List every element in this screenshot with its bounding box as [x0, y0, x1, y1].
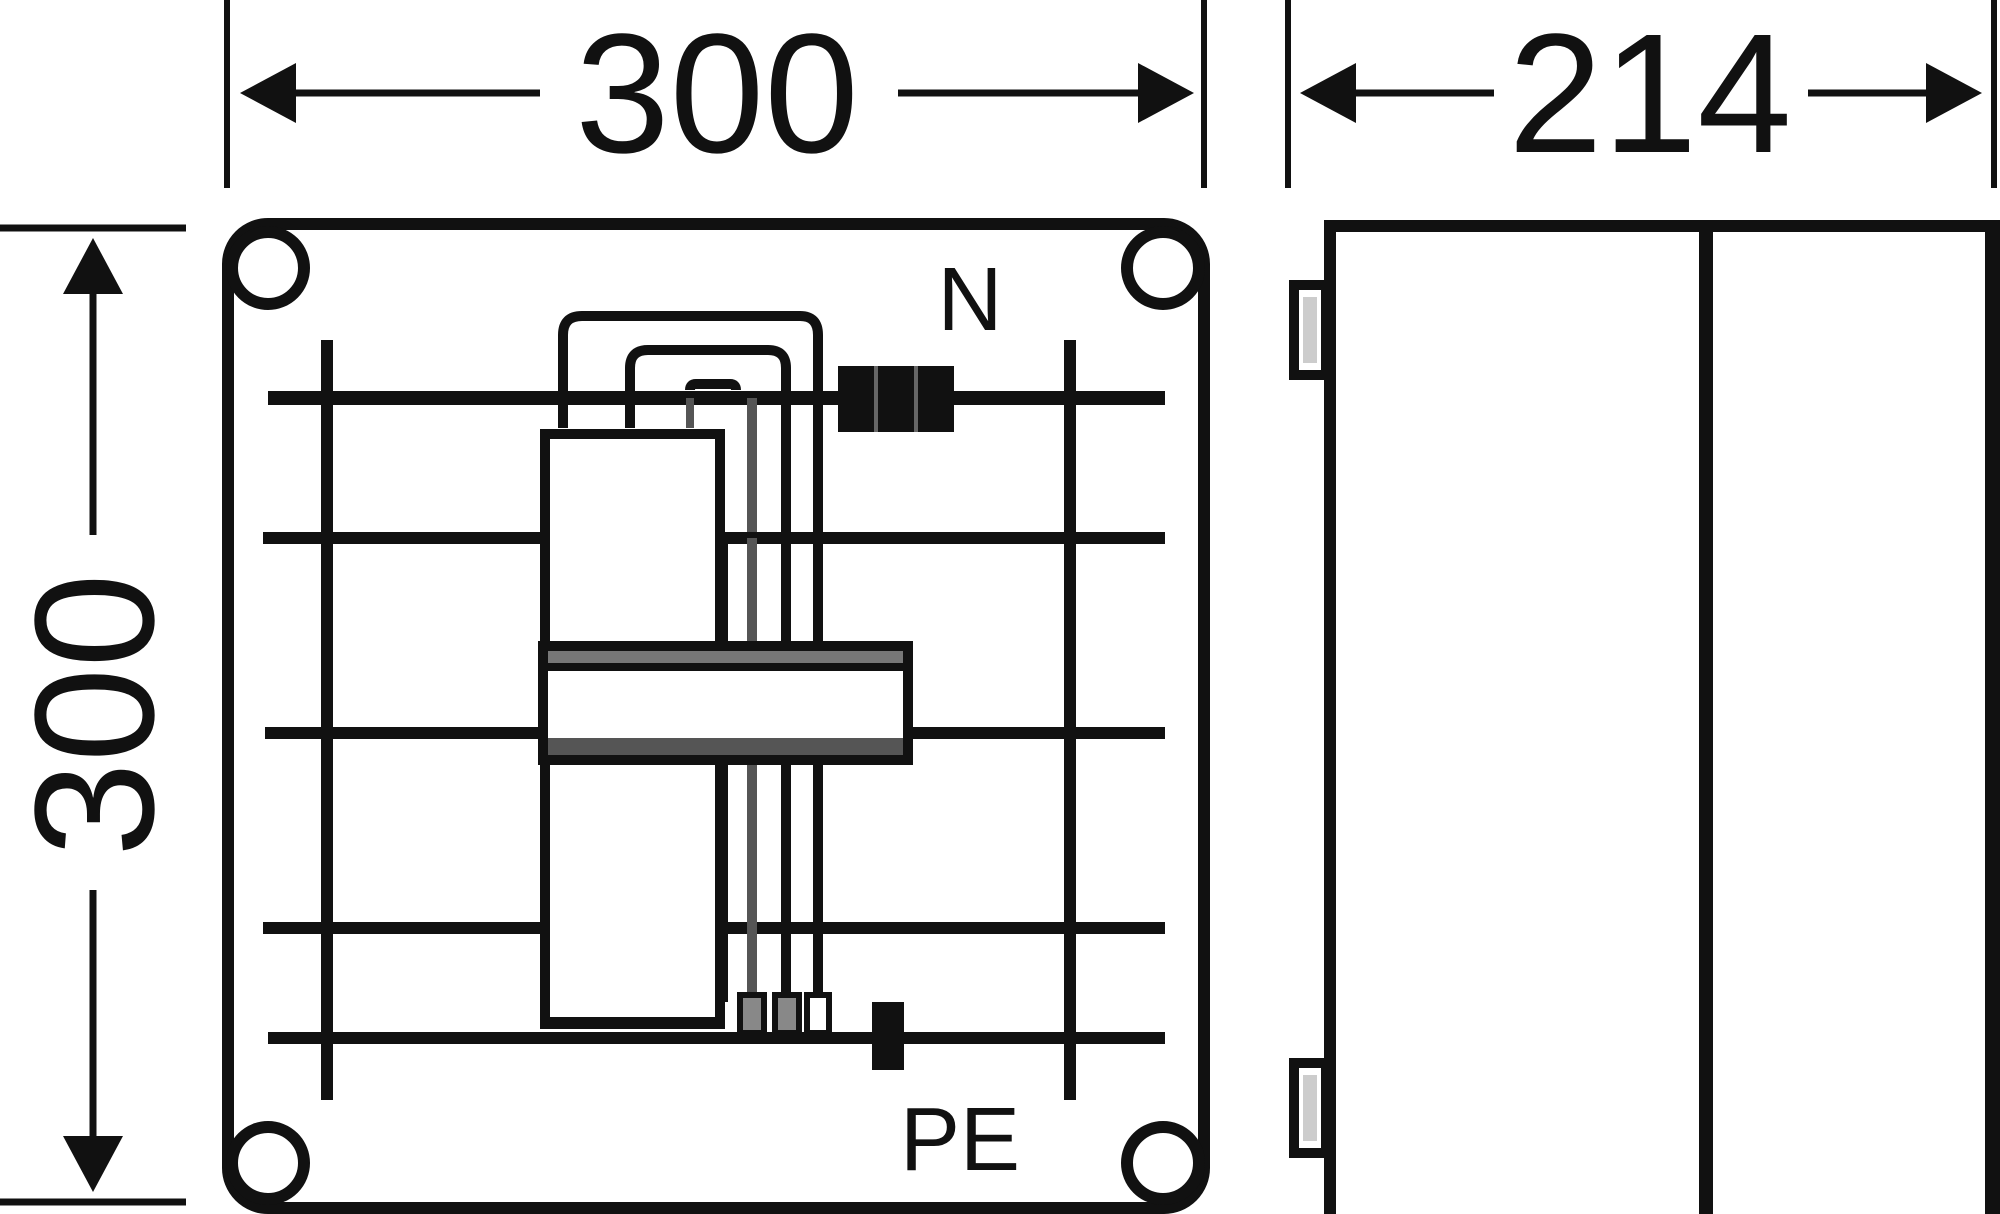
dimension-label-depth: 214	[1508, 0, 1792, 189]
mounting-hole-icon	[226, 226, 310, 310]
pe-wire-terminals	[737, 992, 832, 1036]
mounting-hole-icon	[226, 1121, 310, 1205]
dimension-label-height: 300	[0, 573, 190, 857]
mounting-hole-icon	[1121, 1121, 1205, 1205]
arrow-right-icon	[1138, 63, 1194, 123]
dimension-front-width: 300	[224, 0, 1207, 189]
side-body	[1324, 220, 2000, 1214]
side-view-enclosure	[1289, 220, 2000, 1214]
arrow-up-icon	[63, 238, 123, 294]
arrow-left-icon	[240, 63, 296, 123]
pe-terminal-block	[872, 1002, 904, 1070]
mounting-hole-icon	[1121, 226, 1205, 310]
label-protective-earth: PE	[900, 1090, 1020, 1190]
wire	[685, 379, 741, 391]
wire	[625, 345, 791, 1002]
dimension-label-width: 300	[575, 0, 859, 189]
n-terminal-blocks	[838, 366, 954, 432]
dimension-side-depth: 214	[1285, 0, 1997, 189]
arrow-right-icon	[1926, 63, 1982, 123]
terminal-block-bottom-band	[548, 738, 903, 755]
dimension-front-height: 300	[0, 224, 190, 1206]
front-view-enclosure: N PE	[222, 218, 1210, 1214]
wire	[558, 311, 823, 1002]
arrow-down-icon	[63, 1136, 123, 1192]
label-neutral: N	[938, 250, 1003, 350]
arrow-left-icon	[1300, 63, 1356, 123]
